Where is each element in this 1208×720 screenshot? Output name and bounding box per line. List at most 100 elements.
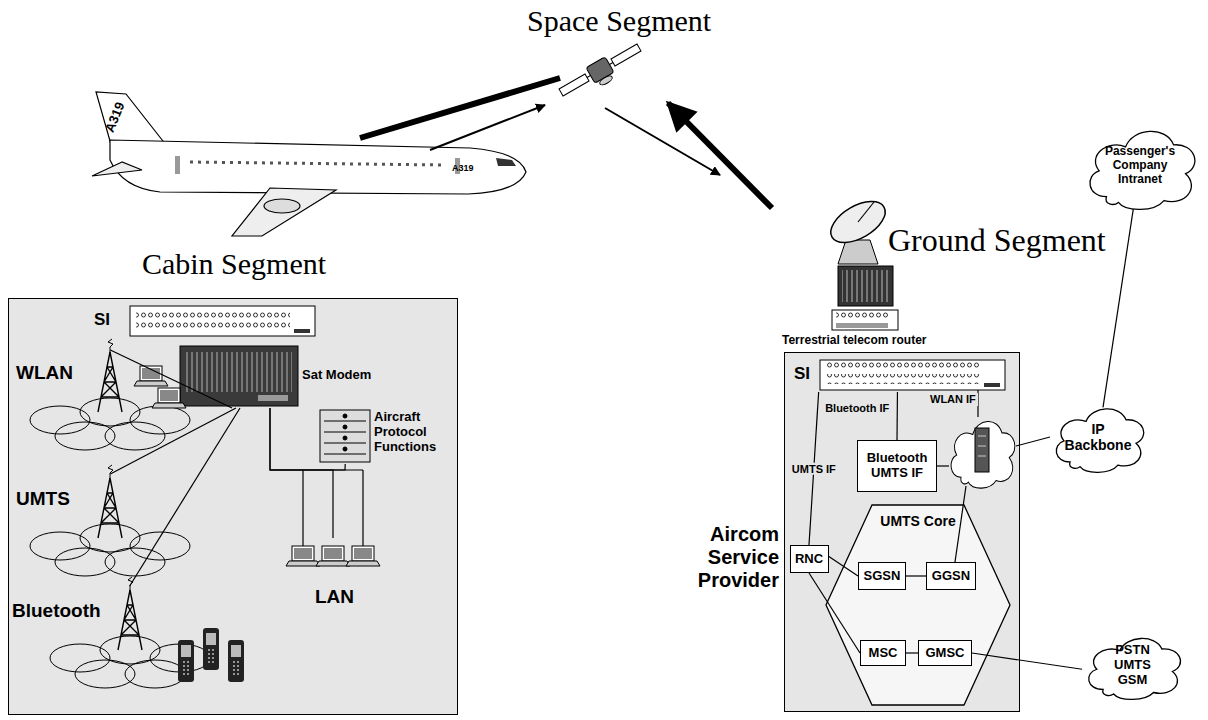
ground-station: [858, 202, 874, 222]
rack-unit: [130, 306, 315, 336]
node-text: RNC: [795, 552, 823, 567]
link-line: [130, 408, 240, 586]
illustration: [50, 636, 210, 688]
server-unit: [343, 425, 347, 429]
cloud-outline: [1090, 131, 1195, 209]
node-text: SI: [794, 364, 810, 384]
illustration: [316, 546, 350, 566]
rack-unit: [820, 360, 1005, 390]
link-line: [270, 408, 333, 538]
segment-title: Ground Segment: [888, 222, 1106, 259]
satellite: [557, 40, 647, 106]
satellite-links: [430, 105, 545, 150]
server-unit: [343, 436, 347, 440]
network-link: [934, 390, 1050, 562]
modem-unit: [180, 346, 298, 406]
link-line: [896, 392, 898, 440]
aircraft: [92, 92, 526, 236]
radio-access: WLAN: [14, 350, 126, 414]
ground-station: [832, 310, 898, 330]
rack-unit: [826, 362, 980, 372]
illustration: [98, 465, 122, 538]
lan-bus: [302, 470, 303, 546]
rack-unit: [294, 329, 310, 333]
illustration: [203, 628, 219, 670]
ground-station: [824, 193, 892, 251]
node-text: SGSN: [864, 569, 901, 584]
switch-interface: SI: [792, 358, 1014, 392]
network-cloud: [978, 456, 986, 457]
aircraft: [232, 188, 336, 236]
satellite-modem: Sat Modem: [180, 346, 380, 408]
hexagon-outline: [826, 505, 1010, 705]
aircraft: [175, 156, 180, 174]
lan-bus: [362, 470, 363, 546]
node-text: SI: [94, 310, 110, 330]
ground-station: [824, 193, 898, 330]
illustration: [98, 339, 122, 412]
provider-ground: [784, 352, 1020, 712]
aircraft: [190, 162, 445, 165]
node-text: UMTS Core: [826, 513, 1010, 529]
switch-interface: SI: [92, 304, 317, 338]
illustration: [286, 546, 320, 566]
link-line: [972, 653, 1082, 669]
network-cloud: PSTN UMTS GSM: [1080, 628, 1185, 703]
server-unit: [324, 443, 366, 444]
hexagon-outline: [826, 505, 1010, 705]
network-link: [955, 486, 966, 562]
segment-region: Cabin SegmentSISat ModemAircraft Protoco…: [8, 298, 458, 715]
modem-unit: [186, 352, 292, 392]
provider-region: Aircom Service ProviderSIBluetooth UMTS …: [784, 352, 1020, 712]
network-cloud: [978, 446, 986, 447]
radio-access: Bluetooth: [10, 586, 146, 652]
rack-unit: [130, 306, 315, 336]
link-line: [110, 408, 236, 474]
rack-unit: [136, 320, 290, 330]
network-cloud: [975, 428, 989, 472]
network-cloud: [951, 421, 1015, 488]
rack-unit: [820, 360, 1005, 390]
node-text: Aircom Service Provider: [689, 523, 779, 592]
server-unit: [320, 410, 370, 462]
server-unit: [343, 447, 347, 451]
process-box: Bluetooth UMTS IF: [857, 440, 937, 492]
satellite: [611, 44, 641, 66]
node-text: Bluetooth: [12, 600, 101, 622]
core-ground: [826, 505, 1010, 705]
satellite-links: [668, 103, 772, 208]
satellite-links: [360, 78, 560, 138]
protocol-server: Aircraft Protocol Functions: [318, 408, 454, 464]
cabin-ground: [8, 298, 458, 715]
node-text: PSTN UMTS GSM: [1108, 643, 1158, 688]
network-cloud: [978, 436, 986, 437]
process-box: GGSN: [926, 562, 976, 590]
aircraft: [496, 158, 516, 166]
interface-label: WLAN IF: [928, 393, 978, 406]
satellite-links: [360, 78, 772, 208]
aircraft: [110, 140, 526, 194]
link-line: [906, 575, 926, 576]
node-text: Bluetooth UMTS IF: [862, 451, 932, 481]
segment-title: Space Segment: [527, 4, 711, 39]
server-unit: [324, 454, 366, 455]
server-unit: [324, 432, 366, 433]
cloud-outline: [1056, 409, 1143, 472]
ground-station: [836, 312, 888, 322]
illustration: [228, 640, 244, 682]
node-text: Aircraft Protocol Functions: [374, 410, 454, 455]
node-text: UMTS: [16, 488, 70, 510]
illustration: [346, 546, 380, 566]
ground-station: [842, 270, 889, 302]
link-line: [110, 350, 232, 408]
illustration: [118, 577, 142, 650]
rack-unit: [136, 308, 290, 318]
process-box: SGSN: [858, 562, 906, 590]
process-box: RNC: [790, 545, 829, 573]
interface-label: Bluetooth IF: [823, 402, 891, 415]
node-text: WLAN: [16, 362, 73, 384]
lan-bus: [270, 470, 363, 546]
node-text: GMSC: [926, 646, 965, 661]
satellite: [598, 74, 613, 86]
